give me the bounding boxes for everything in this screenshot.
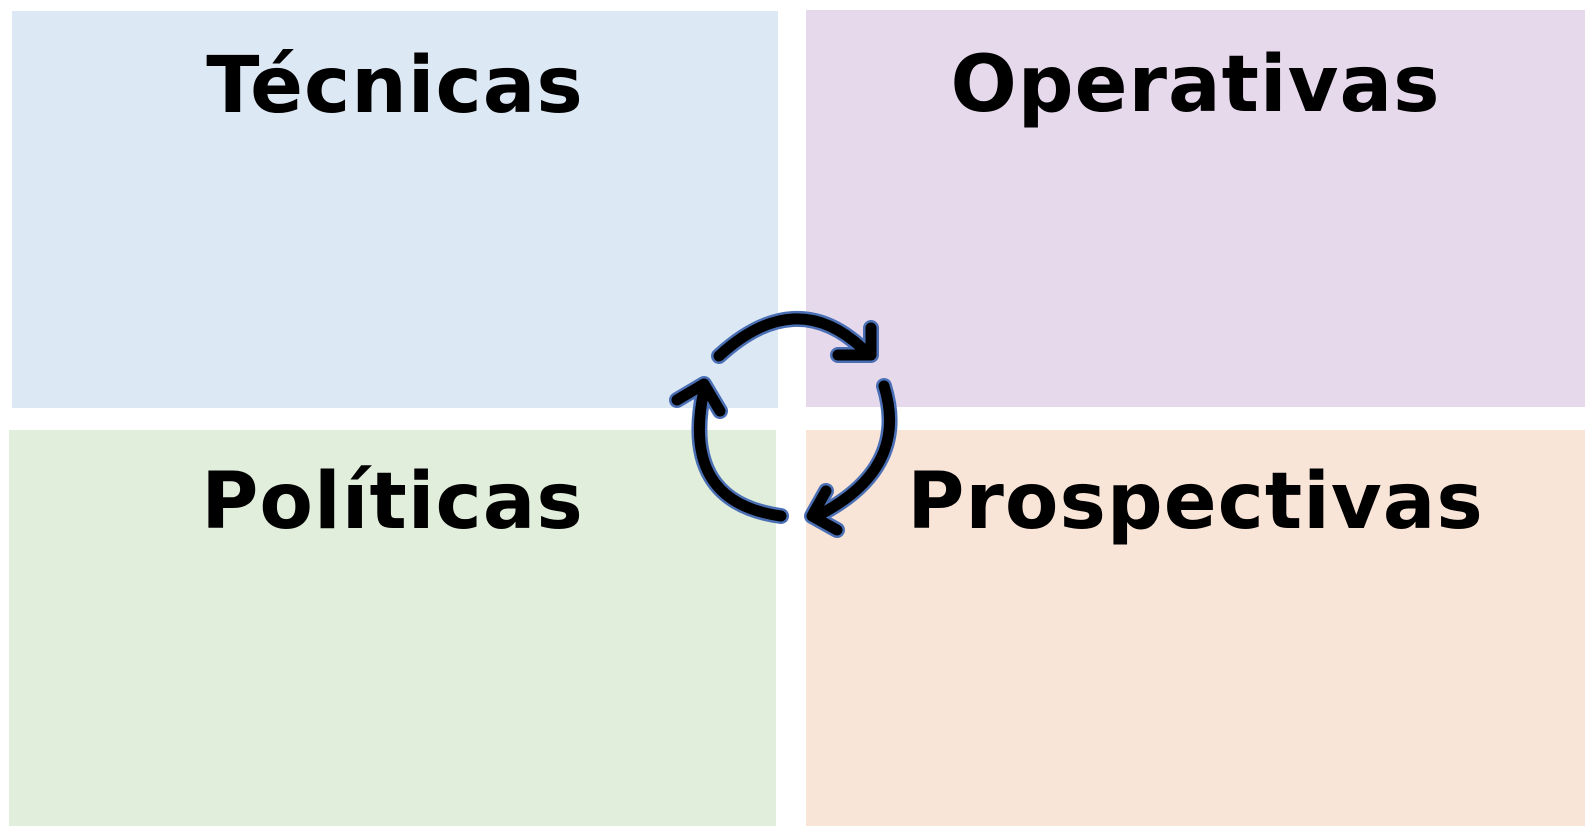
- quadrant-prospectivas-label: Prospectivas: [907, 457, 1484, 547]
- quadrant-tecnicas: Técnicas: [12, 11, 778, 408]
- quadrant-politicas: Políticas: [9, 430, 776, 826]
- quadrant-operativas-label: Operativas: [950, 40, 1441, 130]
- quadrant-tecnicas-label: Técnicas: [206, 41, 584, 131]
- quadrant-operativas: Operativas: [806, 10, 1585, 407]
- quadrant-prospectivas: Prospectivas: [806, 430, 1585, 826]
- quadrant-politicas-label: Políticas: [201, 457, 584, 547]
